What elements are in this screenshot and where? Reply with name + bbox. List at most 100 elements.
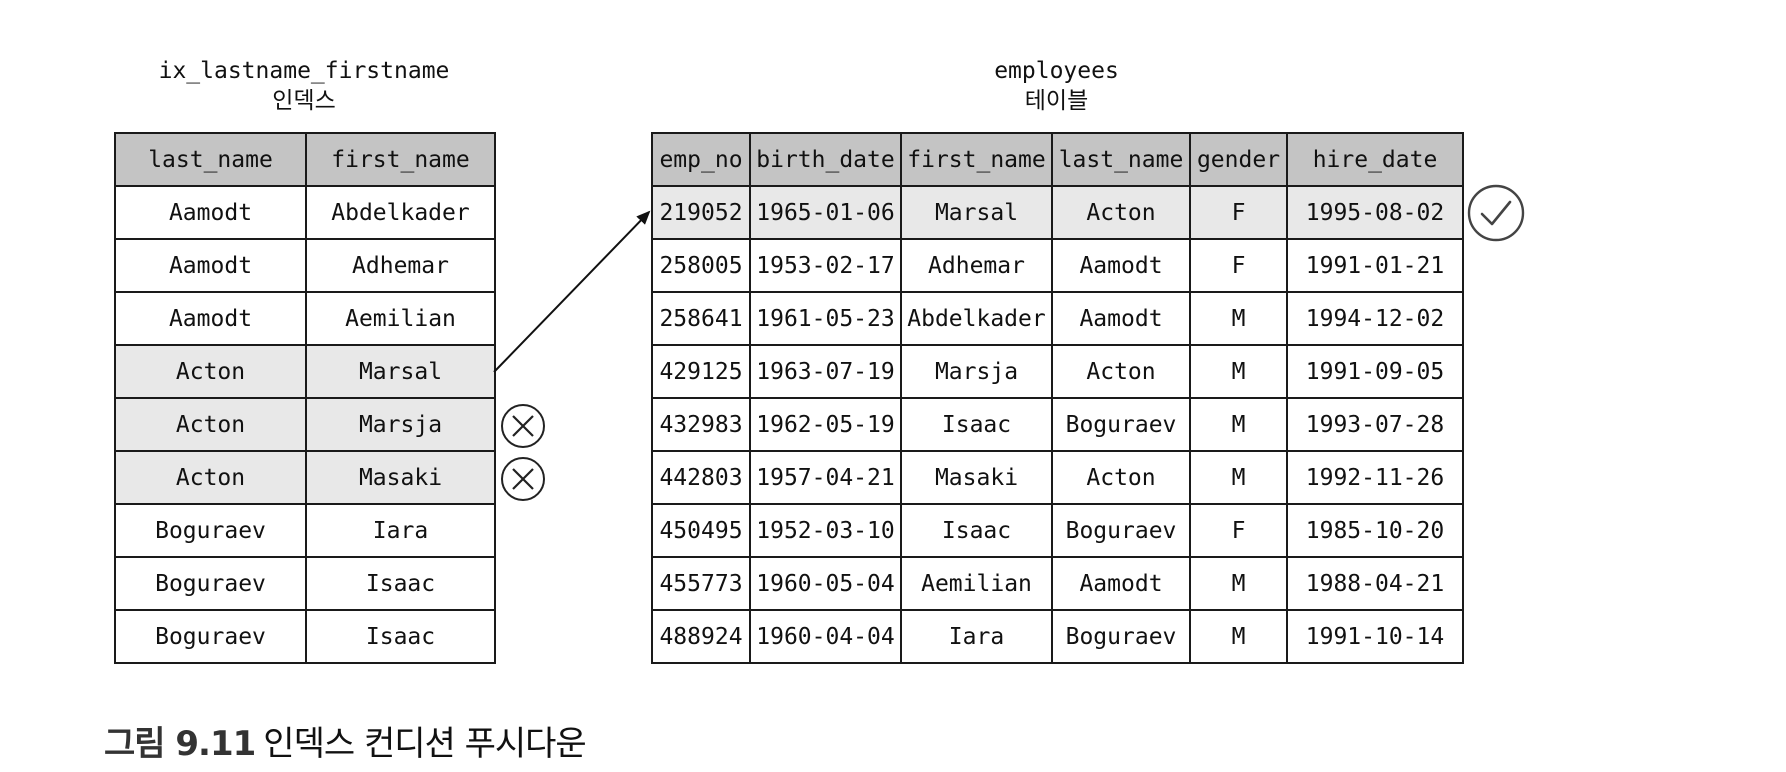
index-cell-last-name: Aamodt <box>114 291 307 346</box>
employees-cell-last-name: Aamodt <box>1051 291 1191 346</box>
employees-cell-emp-no: 450495 <box>651 503 751 558</box>
index-cell-first-name: Isaac <box>305 609 496 664</box>
employees-cell-hire-date: 1991-10-14 <box>1286 609 1464 664</box>
employees-cell-last-name: Aamodt <box>1051 556 1191 611</box>
employees-cell-last-name: Boguraev <box>1051 503 1191 558</box>
employees-cell-gender: M <box>1189 344 1288 399</box>
employees-cell-gender: M <box>1189 450 1288 505</box>
index-cell-last-name: Acton <box>114 450 307 505</box>
employees-header-row: emp_no birth_date first_name last_name g… <box>651 132 1464 187</box>
index-cell-last-name: Aamodt <box>114 185 307 240</box>
employees-cell-birth-date: 1960-05-04 <box>749 556 902 611</box>
employees-header-last-name: last_name <box>1051 132 1191 187</box>
index-cell-last-name: Acton <box>114 344 307 399</box>
circle-x-icon <box>501 457 545 501</box>
employees-cell-hire-date: 1993-07-28 <box>1286 397 1464 452</box>
index-header-row: last_name first_name <box>114 132 496 187</box>
index-cell-last-name: Boguraev <box>114 609 307 664</box>
employees-cell-birth-date: 1963-07-19 <box>749 344 902 399</box>
employees-cell-birth-date: 1953-02-17 <box>749 238 902 293</box>
employees-cell-first-name: Adhemar <box>900 238 1053 293</box>
employees-cell-first-name: Marsja <box>900 344 1053 399</box>
employees-cell-gender: M <box>1189 397 1288 452</box>
employees-cell-last-name: Aamodt <box>1051 238 1191 293</box>
index-cell-first-name: Masaki <box>305 450 496 505</box>
employees-cell-emp-no: 455773 <box>651 556 751 611</box>
employees-cell-first-name: Aemilian <box>900 556 1053 611</box>
employees-cell-last-name: Acton <box>1051 185 1191 240</box>
index-cell-first-name: Adhemar <box>305 238 496 293</box>
employees-title-name: employees <box>994 58 1119 84</box>
figure-number: 그림 9.11 <box>104 724 256 764</box>
index-cell-last-name: Boguraev <box>114 503 307 558</box>
employees-cell-gender: M <box>1189 291 1288 346</box>
index-cell-first-name: Isaac <box>305 556 496 611</box>
employees-cell-emp-no: 442803 <box>651 450 751 505</box>
employees-cell-birth-date: 1961-05-23 <box>749 291 902 346</box>
employees-cell-first-name: Abdelkader <box>900 291 1053 346</box>
index-cell-last-name: Boguraev <box>114 556 307 611</box>
employees-cell-emp-no: 429125 <box>651 344 751 399</box>
employees-cell-gender: M <box>1189 556 1288 611</box>
employees-cell-first-name: Marsal <box>900 185 1053 240</box>
employees-cell-first-name: Iara <box>900 609 1053 664</box>
employees-cell-first-name: Isaac <box>900 503 1053 558</box>
employees-cell-birth-date: 1962-05-19 <box>749 397 902 452</box>
employees-cell-emp-no: 258005 <box>651 238 751 293</box>
employees-cell-gender: M <box>1189 609 1288 664</box>
employees-cell-last-name: Boguraev <box>1051 397 1191 452</box>
employees-header-emp-no: emp_no <box>651 132 751 187</box>
employees-cell-hire-date: 1994-12-02 <box>1286 291 1464 346</box>
index-cell-last-name: Acton <box>114 397 307 452</box>
employees-header-hire-date: hire_date <box>1286 132 1464 187</box>
index-title-label: 인덱스 <box>272 88 336 114</box>
employees-cell-gender: F <box>1189 185 1288 240</box>
index-cell-first-name: Abdelkader <box>305 185 496 240</box>
employees-cell-birth-date: 1960-04-04 <box>749 609 902 664</box>
index-header-first-name: first_name <box>305 132 496 187</box>
figure-caption-text: 인덱스 컨디션 푸시다운 <box>263 724 586 764</box>
employees-cell-first-name: Masaki <box>900 450 1053 505</box>
employees-cell-emp-no: 488924 <box>651 609 751 664</box>
index-header-last-name: last_name <box>114 132 307 187</box>
employees-cell-gender: F <box>1189 238 1288 293</box>
employees-title-label: 테이블 <box>1024 88 1089 114</box>
index-cell-last-name: Aamodt <box>114 238 307 293</box>
employees-cell-gender: F <box>1189 503 1288 558</box>
lookup-arrow <box>493 210 651 373</box>
employees-cell-birth-date: 1965-01-06 <box>749 185 902 240</box>
employees-cell-hire-date: 1992-11-26 <box>1286 450 1464 505</box>
circle-x-icon <box>501 404 545 448</box>
employees-cell-first-name: Isaac <box>900 397 1053 452</box>
employees-cell-hire-date: 1995-08-02 <box>1286 185 1464 240</box>
employees-table: emp_no birth_date first_name last_name g… <box>651 132 1464 664</box>
employees-header-first-name: first_name <box>900 132 1053 187</box>
employees-title: employees 테이블 <box>651 56 1462 116</box>
employees-cell-last-name: Boguraev <box>1051 609 1191 664</box>
employees-cell-hire-date: 1991-09-05 <box>1286 344 1464 399</box>
employees-cell-emp-no: 432983 <box>651 397 751 452</box>
employees-cell-emp-no: 258641 <box>651 291 751 346</box>
employees-cell-hire-date: 1988-04-21 <box>1286 556 1464 611</box>
employees-cell-last-name: Acton <box>1051 450 1191 505</box>
employees-cell-last-name: Acton <box>1051 344 1191 399</box>
index-cell-first-name: Aemilian <box>305 291 496 346</box>
index-cell-first-name: Marsja <box>305 397 496 452</box>
